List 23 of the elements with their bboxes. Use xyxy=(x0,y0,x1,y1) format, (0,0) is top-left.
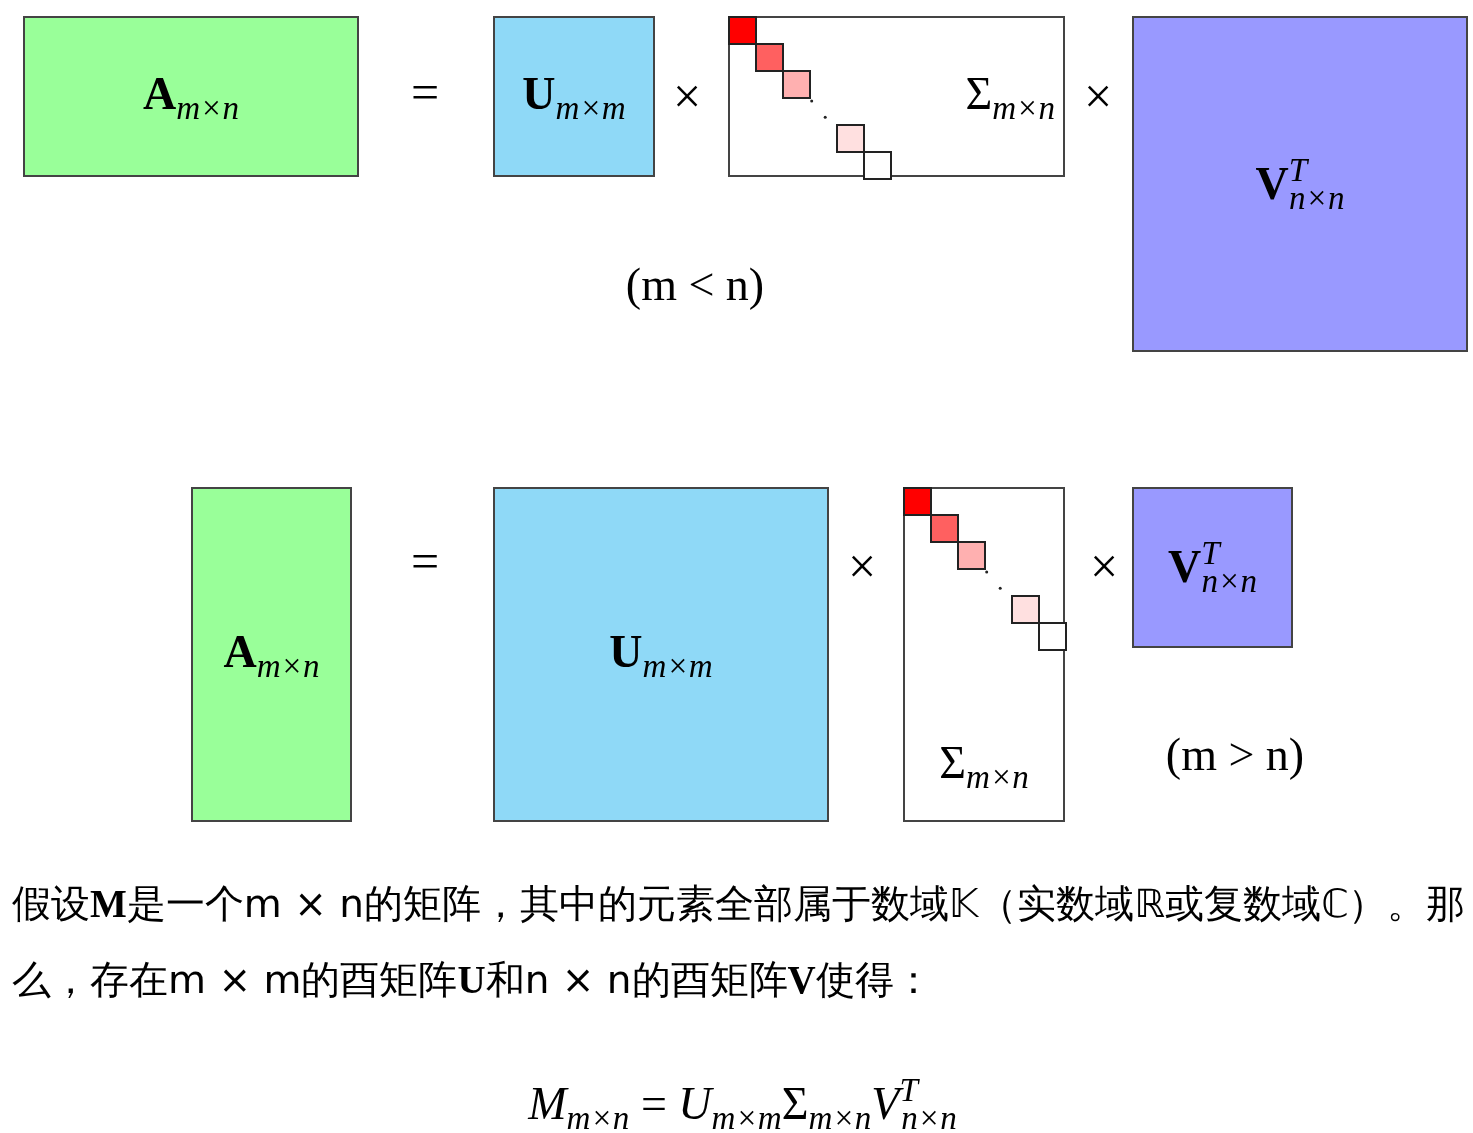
operator-symbol: × xyxy=(1083,68,1113,124)
matrix-box xyxy=(493,487,829,822)
operator-symbol: = xyxy=(410,64,440,120)
matrix-box xyxy=(23,16,359,177)
matrix-label: U$_{m×m}$ xyxy=(609,624,713,685)
matrix-box xyxy=(903,487,1065,822)
paragraph-text: 假设M是一个m × n的矩阵，其中的元素全部属于数域𝕂（实数域ℝ或复数域ℂ）。那么，存在m × m的酉矩阵U和n × n的酉矩阵V使得： xyxy=(12,881,1466,1002)
matrix-label: Σ$_{m×n}$ xyxy=(939,736,1029,796)
matrix-box xyxy=(493,16,655,177)
matrix-label: U$_{m×m}$ xyxy=(522,66,626,127)
matrix-box xyxy=(728,16,1065,177)
operator-symbol: × xyxy=(1089,538,1119,594)
condition-text: (m < n) xyxy=(625,259,765,310)
matrix-label: A$_{m×n}$ xyxy=(142,66,239,127)
operator-symbol: × xyxy=(847,538,877,594)
matrix-label: Σ$_{m×n}$ xyxy=(965,66,1055,127)
condition-text: (m > n) xyxy=(1165,729,1305,780)
matrix-box xyxy=(1132,487,1293,648)
operator-symbol: × xyxy=(672,68,702,124)
matrix-box xyxy=(191,487,352,822)
operator-symbol: = xyxy=(410,533,440,589)
matrix-box xyxy=(1132,16,1468,352)
matrix-label: A$_{m×n}$ xyxy=(223,624,320,685)
